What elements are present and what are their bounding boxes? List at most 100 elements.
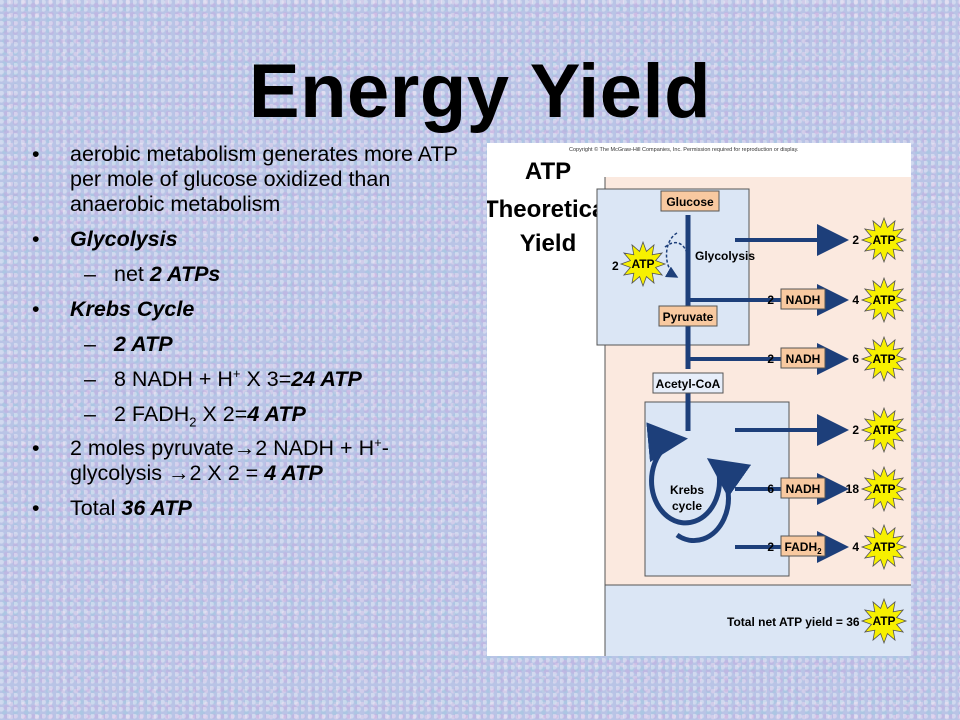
atp-star-label: ATP	[872, 540, 895, 554]
carrier-count: 2	[767, 293, 774, 307]
bullet-marker: •	[32, 496, 40, 521]
carrier-label: NADH	[786, 482, 821, 496]
sub-bullet-krebs-atp-text: 2 ATP	[114, 331, 173, 356]
atp-count: 2	[852, 233, 859, 247]
acetyl-coa-box	[652, 372, 724, 394]
glucose-label: Glucose	[666, 195, 714, 209]
krebs-label-1: Krebs	[670, 483, 704, 497]
carrier-label: NADH	[786, 293, 821, 307]
nadh-part-b: X 3=	[240, 366, 292, 391]
atp-yield-figure: Copyright © The McGraw-Hill Companies, I…	[487, 143, 911, 656]
bullet-total: • Total 36 ATP	[30, 496, 480, 521]
investment-arrow-in	[664, 232, 679, 278]
carrier-box	[780, 347, 826, 369]
pyruvate-part-a: 2 moles pyruvate	[70, 436, 234, 461]
pyruvate-sup: +	[374, 435, 382, 451]
carrier-count: 2	[767, 540, 774, 554]
bullet-marker: •	[32, 296, 40, 321]
fadh-part-b: X 2=	[196, 401, 248, 426]
bullet-pyruvate: •2 moles pyruvate→2 NADH + H+-glycolysis…	[30, 436, 480, 486]
fadh-part-a: 2 FADH	[114, 401, 190, 426]
dash-marker: –	[84, 401, 96, 426]
atp-count: 18	[846, 482, 860, 496]
sub-bullet-krebs-atp: –2 ATP	[30, 332, 480, 357]
bullet-marker: •	[32, 142, 40, 166]
carrier-count: 2	[767, 352, 774, 366]
bullet-list: • aerobic metabolism generates more ATP p…	[30, 142, 480, 521]
total-pre: Total	[70, 496, 122, 521]
atp-star-label: ATP	[872, 482, 895, 496]
figure-heading-atp: ATP	[525, 158, 571, 185]
bullet-krebs: • Krebs Cycle	[30, 297, 480, 322]
sub-bullet-net-bold: 2 ATPs	[149, 261, 221, 286]
carrier-box	[780, 288, 826, 310]
bullet-glycolysis: • Glycolysis	[30, 227, 480, 252]
pyruvate-label: Pyruvate	[663, 310, 714, 324]
total-yield-label: Total net ATP yield = 36	[727, 615, 860, 629]
glucose-box	[660, 190, 720, 212]
atp-count: 2	[852, 423, 859, 437]
atp-star	[860, 216, 908, 264]
bullet-glycolysis-text: Glycolysis	[70, 226, 178, 251]
total-panel	[605, 585, 911, 656]
fadh-sub: 2	[189, 413, 197, 429]
atp-count: 4	[852, 293, 859, 307]
atp-count: 4	[852, 540, 859, 554]
nadh-part-a: 8 NADH + H	[114, 366, 233, 391]
atp-star-label: ATP	[872, 233, 895, 247]
atp-star	[860, 465, 908, 513]
atp-star-label: ATP	[872, 614, 895, 628]
atp-star	[860, 276, 908, 324]
pyruvate-box	[658, 305, 718, 327]
right-arrow-icon: →	[233, 436, 256, 461]
bullet-aerobic: • aerobic metabolism generates more ATP p…	[30, 142, 480, 217]
pyruvate-part-b: 2 NADH + H	[255, 436, 375, 461]
investment-arrow-out	[664, 241, 687, 252]
total-bold: 36 ATP	[121, 496, 192, 521]
carrier-label: FADH2	[784, 540, 822, 556]
figure-heading-theoretical: Theoretical	[487, 196, 612, 223]
carrier-count: 6	[767, 482, 774, 496]
sub-bullet-net-atp: –net 2 ATPs	[30, 262, 480, 287]
copyright-notice: Copyright © The McGraw-Hill Companies, I…	[569, 146, 799, 153]
invested-atp-count: 2	[612, 259, 619, 273]
krebs-label-2: cycle	[672, 499, 702, 513]
sub-bullet-net-pre: net	[114, 261, 150, 286]
carrier-label: NADH	[786, 352, 821, 366]
atp-star-label: ATP	[872, 293, 895, 307]
atp-star-label: ATP	[872, 352, 895, 366]
fadh-bold: 4 ATP	[247, 401, 306, 426]
invested-atp-star	[619, 240, 667, 288]
glycolysis-label: Glycolysis	[695, 249, 755, 263]
atp-star	[860, 406, 908, 454]
dash-marker: –	[84, 261, 96, 286]
atp-stars: ATP ATP ATP ATP ATP ATP ATP ATP	[619, 216, 908, 645]
carrier-box	[780, 535, 826, 557]
nadh-bold: 24 ATP	[291, 366, 362, 391]
pyruvate-bold: 4 ATP	[264, 461, 323, 486]
atp-count: 6	[852, 352, 859, 366]
atp-star-label: ATP	[872, 423, 895, 437]
atp-star	[860, 335, 908, 383]
bullet-marker: •	[32, 226, 40, 251]
bullet-krebs-text: Krebs Cycle	[70, 296, 195, 321]
dash-marker: –	[84, 366, 96, 391]
page-title: Energy Yield	[248, 49, 712, 134]
carrier-box	[780, 477, 826, 499]
atp-star	[860, 523, 908, 571]
bullet-aerobic-text: aerobic metabolism generates more ATP pe…	[70, 142, 458, 216]
right-arrow-icon: →	[167, 461, 190, 486]
nadh-sup: +	[232, 365, 241, 381]
figure-heading-yield: Yield	[520, 230, 576, 257]
bullet-marker: •	[32, 436, 40, 461]
pyruvate-part-d: 2 X 2 =	[189, 461, 265, 486]
atp-star-label: ATP	[631, 257, 654, 271]
total-atp-star	[860, 597, 908, 645]
sub-bullet-fadh: –2 FADH2 X 2=4 ATP	[30, 401, 480, 429]
krebs-cycle-icon	[646, 422, 752, 544]
pyruvate-part-c: -glycolysis	[70, 436, 389, 486]
acetyl-coa-label: Acetyl-CoA	[656, 377, 721, 391]
dash-marker: –	[84, 331, 96, 356]
sub-bullet-nadh: –8 NADH + H+ X 3=24 ATP	[30, 365, 480, 392]
